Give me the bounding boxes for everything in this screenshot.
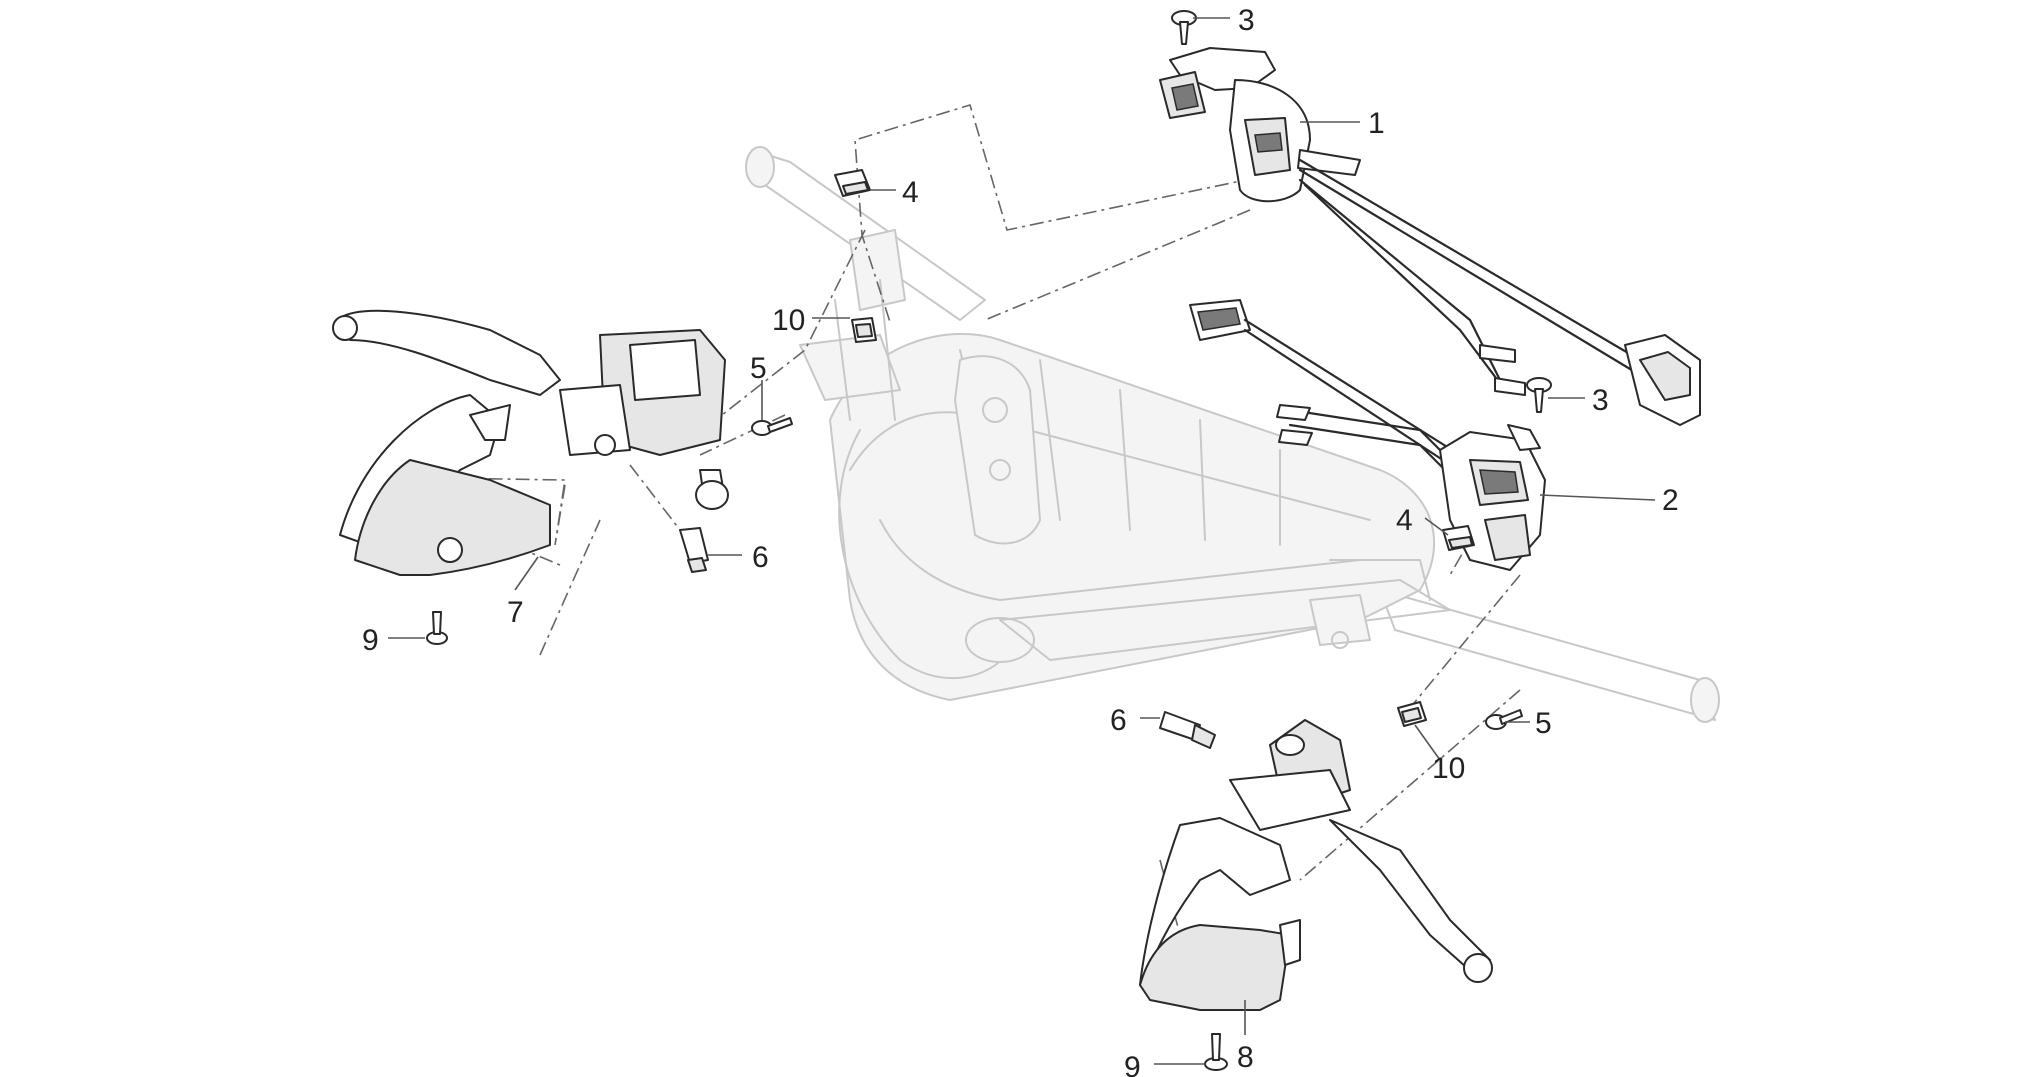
part-3-screw-middle <box>1526 377 1552 413</box>
callout-5b: 5 <box>1535 707 1552 740</box>
left-brake-lever-assembly <box>332 309 729 510</box>
part-4-clip-nut-upper <box>834 169 871 197</box>
callout-7: 7 <box>507 596 524 629</box>
part-9-screw-left <box>426 611 448 645</box>
callout-10a: 10 <box>772 304 805 337</box>
part-9-screw-bottom <box>1204 1033 1228 1071</box>
callout-1: 1 <box>1368 107 1385 140</box>
callout-5a: 5 <box>750 352 767 385</box>
right-brake-lever-assembly <box>1229 719 1493 983</box>
callout-6a: 6 <box>752 541 769 574</box>
callout-leader-lines <box>388 17 1656 1065</box>
part-1-switch-housing <box>1159 47 1701 426</box>
callout-3b: 3 <box>1592 384 1609 417</box>
callout-4b: 4 <box>1396 504 1413 537</box>
handlebar-frame-ghost <box>745 146 1720 723</box>
part-6-stop-switch-right <box>1159 711 1216 749</box>
part-3-screw-top <box>1171 10 1197 45</box>
callout-8: 8 <box>1237 1041 1254 1074</box>
callout-9a: 9 <box>362 624 379 657</box>
part-5-screw-right <box>1485 709 1523 730</box>
callout-9b: 9 <box>1124 1051 1141 1077</box>
part-8-right-hand-guard <box>1139 817 1301 1011</box>
part-7-left-hand-guard <box>339 394 551 576</box>
callout-6b: 6 <box>1110 704 1127 737</box>
callout-2: 2 <box>1662 484 1679 517</box>
part-10-clip-upper <box>851 317 877 343</box>
callout-3a: 3 <box>1238 4 1255 37</box>
part-5-screw-left <box>751 417 793 436</box>
callout-4a: 4 <box>902 176 919 209</box>
part-4-clip-nut-lower <box>1442 525 1475 551</box>
callout-10b: 10 <box>1432 752 1465 785</box>
callout-labels: 1 2 3 3 4 4 5 5 6 6 7 8 9 9 10 10 <box>362 4 1679 1077</box>
part-6-stop-switch-left <box>679 527 709 573</box>
part-10-clip-lower <box>1397 701 1427 727</box>
